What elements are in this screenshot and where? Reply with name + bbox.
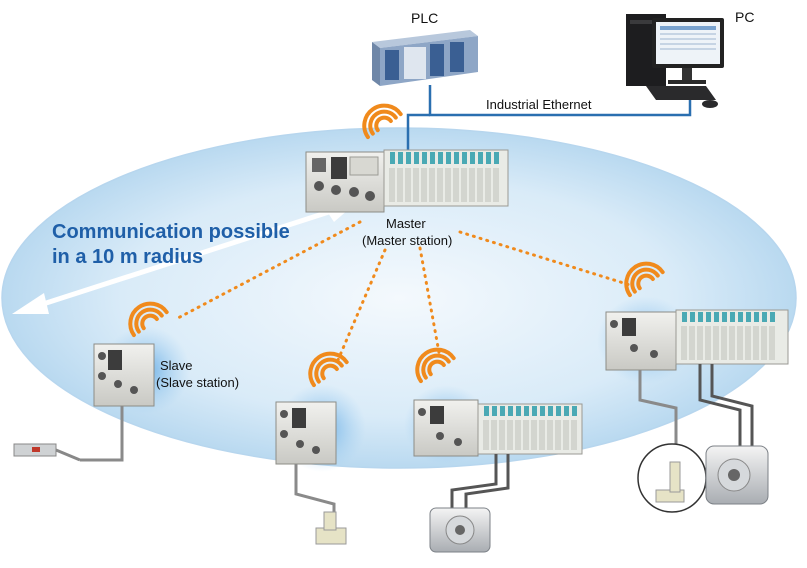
pc-icon — [626, 14, 724, 108]
plc-label: PLC — [411, 10, 439, 26]
sensor-icon — [315, 511, 347, 545]
slave-unit-3 — [413, 399, 583, 553]
slave-sub-label: (Slave station) — [156, 375, 240, 390]
slave-unit-1 — [13, 343, 155, 462]
cylinder-icon — [429, 507, 491, 553]
sensor-icon — [13, 443, 81, 462]
slave-unit-2 — [275, 401, 347, 545]
wireless-links — [176, 220, 632, 362]
ethernet-cable — [428, 85, 692, 117]
pc-label: PC — [735, 9, 755, 25]
headline-line-1: Communication possible — [52, 221, 290, 243]
link-to-slave-1 — [176, 220, 362, 320]
network-label: Industrial Ethernet — [486, 97, 592, 112]
plc-icon — [372, 30, 478, 86]
link-to-slave-2 — [336, 248, 387, 362]
wifi-icon — [128, 103, 665, 388]
master-uplink-cable — [406, 113, 430, 152]
master-label: Master — [386, 216, 426, 231]
master-sub-label: (Master station) — [362, 233, 453, 248]
communication-zone — [1, 127, 797, 469]
link-to-slave-3 — [418, 246, 442, 360]
headline-line-2: in a 10 m radius — [52, 246, 204, 268]
slave-label: Slave — [160, 358, 193, 373]
cylinder-icon — [705, 445, 769, 505]
slave-unit-4 — [605, 309, 789, 513]
link-to-slave-4 — [458, 230, 632, 287]
master-unit — [305, 149, 509, 213]
sensor-callout-circle — [637, 443, 707, 513]
